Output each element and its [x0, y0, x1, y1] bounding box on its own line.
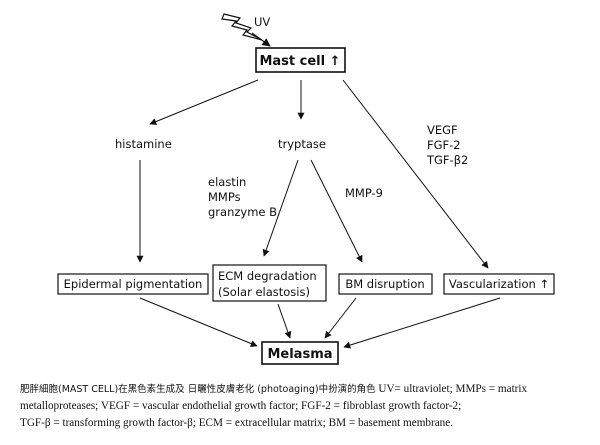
arrow-mast-to-vascularization [342, 79, 489, 269]
melasma-label: Melasma [267, 347, 332, 362]
uv-label: UV [254, 15, 270, 29]
lightning-icon [221, 13, 271, 47]
arrow-vascularization-to-melasma [343, 297, 501, 349]
vascularization-node: Vascularization ↑ [443, 273, 555, 295]
growth-factor-vegf: VEGF [427, 123, 458, 137]
histamine-label: histamine [115, 137, 172, 151]
tryptase-target-granzyme: granzyme B [208, 205, 277, 219]
arrow-tryptase-to-bm [310, 159, 363, 263]
figure-caption: 肥胖細胞(MAST CELL)在黑色素生成及 日曬性皮膚老化 (photoagi… [20, 381, 590, 432]
epidermal-pigmentation-label: Epidermal pigmentation [64, 277, 203, 291]
caption-line-3: TGF-β = transforming growth factor-β; EC… [20, 417, 454, 429]
caption-line-1: 肥胖細胞(MAST CELL)在黑色素生成及 日曬性皮膚老化 (photoagi… [20, 381, 590, 398]
arrow-tryptase-to-ecm [262, 159, 299, 257]
mast-cell-label: Mast cell ↑ [259, 54, 340, 69]
tryptase-label: tryptase [278, 137, 326, 151]
bm-disruption-label: BM disruption [345, 277, 424, 291]
arrow-epidermal-to-melasma [139, 297, 258, 347]
epidermal-pigmentation-node: Epidermal pigmentation [57, 273, 209, 295]
mmp9-label: MMP-9 [345, 186, 383, 200]
melasma-node: Melasma [261, 341, 339, 365]
ecm-degradation-node: ECM degradation (Solar elastosis) [212, 264, 327, 302]
tryptase-target-mmps: MMPs [208, 190, 241, 204]
ecm-degradation-label: ECM degradation [218, 269, 317, 283]
bm-disruption-node: BM disruption [338, 273, 433, 295]
caption-line-2: metalloproteases; VEGF = vascular endoth… [20, 400, 462, 412]
growth-factor-tgfb2: TGF-β2 [426, 153, 468, 167]
mast-cell-node: Mast cell ↑ [255, 47, 346, 73]
arrow-mast-to-histamine [149, 79, 259, 125]
vascularization-label: Vascularization ↑ [449, 277, 549, 291]
arrow-bm-to-melasma [324, 297, 357, 339]
growth-factor-fgf2: FGF-2 [427, 138, 461, 152]
arrow-ecm-to-melasma [277, 303, 292, 339]
caption-chinese-title: 肥胖細胞(MAST CELL)在黑色素生成及 日曬性皮膚老化 (photoagi… [20, 384, 376, 395]
tryptase-target-elastin: elastin [208, 175, 246, 189]
solar-elastosis-label: (Solar elastosis) [218, 285, 310, 299]
mast-cell-melasma-diagram: UV Mast cell ↑ histamine tryptase VEGF F… [57, 13, 555, 365]
caption-line-1-abbrev: UV= ultraviolet; MMPs = matrix [375, 383, 528, 395]
